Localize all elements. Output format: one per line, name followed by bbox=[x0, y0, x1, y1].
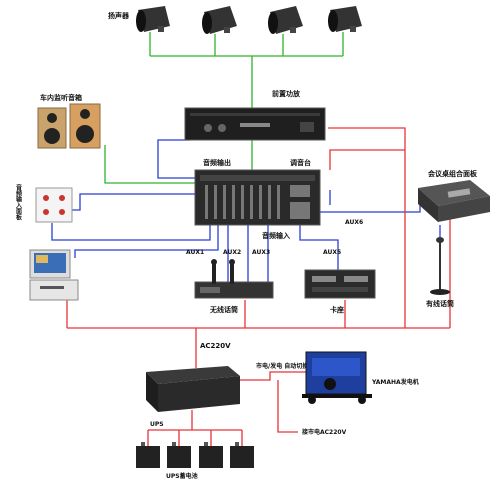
conference-panel-label: 会议桌组合面板 bbox=[428, 169, 478, 178]
monitor-speaker-wire bbox=[104, 145, 195, 184]
horn-speaker-4 bbox=[328, 6, 362, 32]
mains-switch-label: 市电/发电 自动切换 bbox=[256, 362, 309, 370]
generator-label: YAMAHA发电机 bbox=[371, 378, 419, 386]
aux5-label: AUX5 bbox=[323, 249, 341, 256]
monitor-speaker bbox=[37, 103, 101, 149]
amplifier-label: 前置功放 bbox=[272, 89, 301, 98]
ac220-label: AC220V bbox=[200, 342, 231, 350]
horns-label: 扬声器 bbox=[108, 11, 130, 20]
mixer-to-amp-wire bbox=[157, 139, 196, 179]
aux2-label: AUX2 bbox=[223, 249, 241, 256]
ups-battery-1 bbox=[136, 442, 160, 468]
aux6-wire bbox=[320, 205, 421, 213]
gen-to-ups-wire bbox=[240, 371, 308, 381]
mixer-power-wire bbox=[329, 149, 405, 170]
audio-output-label: 音频输出 bbox=[203, 158, 231, 167]
ups-battery-3 bbox=[199, 442, 223, 468]
wireless-mic bbox=[194, 259, 274, 299]
horn-speaker-3 bbox=[268, 6, 303, 34]
card-player bbox=[304, 269, 376, 299]
generator bbox=[302, 351, 372, 404]
amp-power-wire bbox=[395, 127, 406, 328]
ups-battery-4 bbox=[230, 442, 254, 468]
computer bbox=[29, 249, 79, 301]
audio-input-label: 音频输入 bbox=[262, 231, 290, 240]
card-player-label: 卡座 bbox=[330, 305, 344, 314]
conference-panel bbox=[418, 180, 490, 222]
green-wires bbox=[104, 32, 344, 184]
ups-label: UPS bbox=[150, 421, 164, 428]
monitor-speaker-label: 车内监听音箱 bbox=[40, 93, 82, 102]
mains-ac220-label: 接市电AC220V bbox=[301, 428, 347, 436]
horn-speaker-1 bbox=[136, 6, 170, 32]
ups bbox=[146, 366, 240, 412]
ups-battery-label: UPS蓄电池 bbox=[166, 472, 198, 480]
red-wires bbox=[66, 127, 451, 446]
audio-input-panel bbox=[35, 187, 73, 223]
aux3-label: AUX3 bbox=[252, 249, 270, 256]
panel-low-wire bbox=[51, 223, 211, 241]
aux1-label: AUX1 bbox=[186, 249, 204, 256]
wireless-mic-label: 无线话筒 bbox=[209, 305, 238, 314]
wired-mic-label: 有线话筒 bbox=[426, 299, 454, 308]
horn-speaker-2 bbox=[202, 6, 237, 34]
ups-battery-2 bbox=[167, 442, 191, 468]
mixer bbox=[194, 169, 321, 226]
aux6-label: AUX6 bbox=[345, 219, 363, 226]
audio-input-panel-label: 音频输入面板 bbox=[15, 183, 23, 221]
aux5-wire bbox=[299, 225, 339, 275]
amplifier bbox=[184, 107, 326, 141]
mains-wire bbox=[277, 380, 298, 433]
mixer-label: 调音台 bbox=[290, 158, 311, 167]
panel-to-mixer-wire bbox=[70, 193, 195, 211]
pc-to-mixer-wire bbox=[74, 225, 219, 258]
wired-mic bbox=[430, 237, 450, 295]
